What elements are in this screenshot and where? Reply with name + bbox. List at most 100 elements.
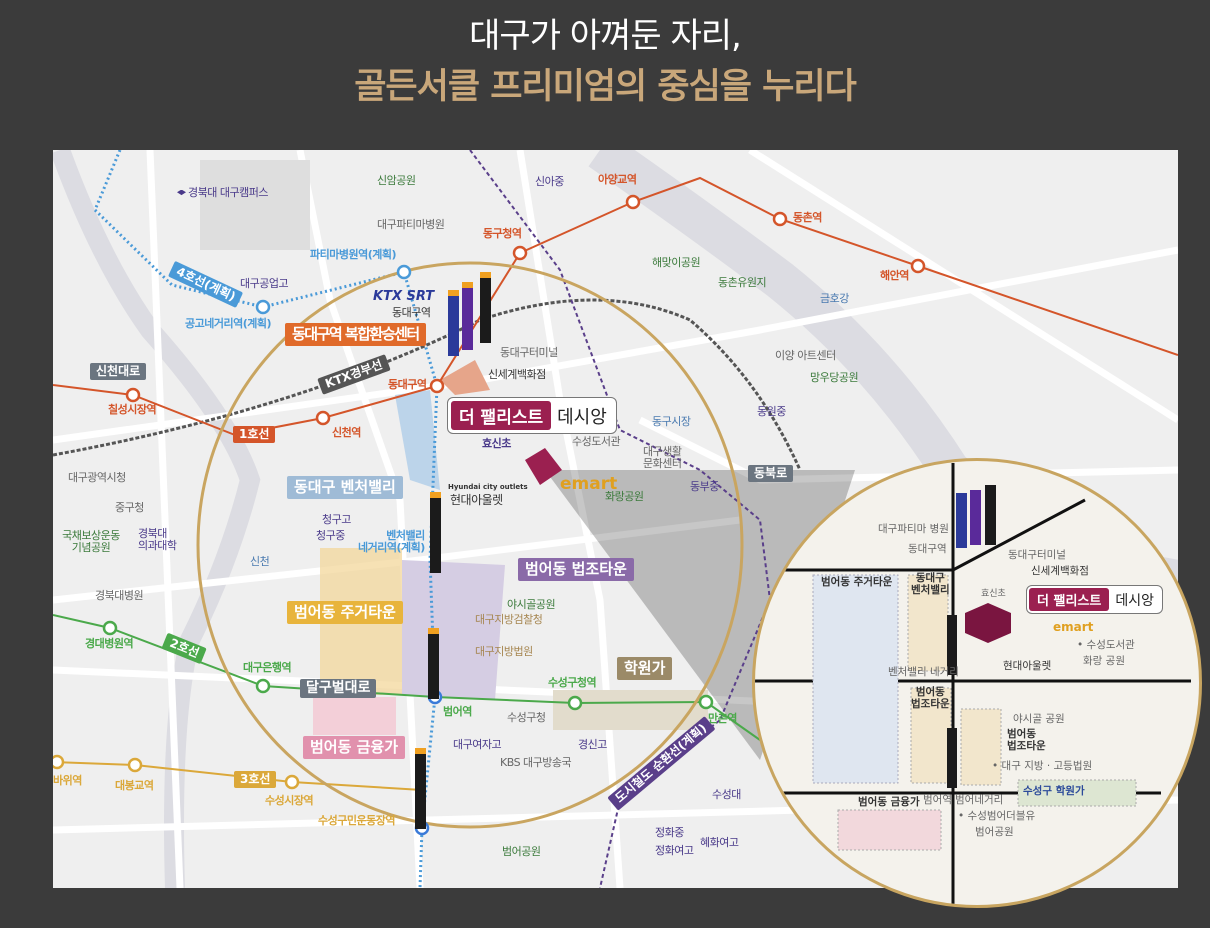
outlet-en-label: Hyundai city outlets — [448, 483, 528, 491]
school-icon — [177, 189, 186, 196]
inset-library: • 수성도서관 — [1077, 639, 1135, 651]
park-label: 화랑공원 — [605, 490, 644, 503]
inset-dept-store: 신세계백화점 — [1031, 565, 1089, 577]
station-markers — [53, 194, 926, 836]
park-label: 국채보상운동 기념공원 — [62, 529, 120, 555]
poi-label: 동대구터미널 — [500, 346, 558, 359]
poi-label: 대구파티마병원 — [377, 218, 445, 231]
inset-project-callout: 더 팰리스트 데시앙 — [1026, 585, 1163, 614]
tower-ktx-icon — [448, 290, 459, 356]
poi-label: 대구지방법원 — [475, 645, 533, 658]
poi-label: 경북대병원 — [95, 589, 144, 602]
inset-hospital: 대구파티마 병원 — [878, 523, 949, 535]
station-label: 경대병원역 — [85, 637, 134, 650]
school-label: 수성대 — [712, 788, 741, 801]
station-label: 수성구민운동장역 — [318, 814, 395, 827]
inset-legal: 범어동 법조타운 — [1007, 728, 1046, 752]
station-label: 바위역 — [53, 774, 82, 787]
inset-grid — [755, 463, 1191, 905]
inset-residential: 범어동 주거타운 — [821, 576, 893, 588]
zone-academy: 학원가 — [617, 657, 673, 680]
outlet-label: 현대아울렛 — [450, 493, 503, 507]
station-label: 동촌역 — [793, 211, 822, 224]
school-label: 동원중 — [757, 405, 786, 418]
station-label: 대봉교역 — [115, 779, 154, 792]
ktx-line — [53, 298, 802, 471]
line3-badge: 3호선 — [234, 771, 277, 789]
inset-emart: emart — [1053, 620, 1094, 634]
park-label: 해맞이공원 — [652, 256, 701, 269]
inset-station: 동대구역 — [908, 543, 947, 555]
station-label: 범어역 — [443, 705, 472, 718]
road-dalgubeol: 달구벌대로 — [300, 679, 377, 699]
school-label: 신아중 — [535, 175, 564, 188]
tower-srt-icon — [462, 282, 473, 350]
sincheon-river — [53, 150, 261, 888]
finance-zone — [313, 697, 396, 735]
station-label: 동대구역 — [388, 378, 427, 391]
tower-venture-icon — [430, 492, 441, 573]
poi-label: 수성도서관 — [572, 435, 621, 448]
inset-venture: 동대구 벤처밸리 — [911, 572, 950, 596]
poi-label: 중구청 — [115, 501, 144, 514]
poi-label: 이양 아트센터 — [775, 349, 836, 362]
line1-badge: 1호선 — [233, 426, 276, 444]
park-label: 망우당공원 — [810, 371, 859, 384]
road-sincheon: 신천대로 — [90, 363, 147, 381]
zone-finance: 범어동 금융가 — [303, 736, 406, 759]
inset-finance: 범어동 금융가 — [858, 796, 920, 808]
station-label: 아양교역 — [598, 173, 637, 186]
station-label: 파티마병원역(계획) — [310, 248, 397, 261]
inset-school: 효신초 — [981, 589, 1006, 599]
school-label: 대구공업고 — [240, 277, 289, 290]
school-label: 청구중 — [316, 529, 345, 542]
inset-terminal: 동대구터미널 — [1008, 549, 1066, 561]
station-label: 신천역 — [332, 426, 361, 439]
inset-court: • 대구 지방 · 고등법원 — [992, 760, 1093, 772]
project-callout: 더 팰리스트 데시앙 — [447, 397, 617, 434]
campus-area — [200, 160, 310, 250]
park-label: 야시골공원 — [507, 598, 556, 611]
inset-park1: 화랑 공원 — [1083, 655, 1125, 667]
poi-label: 신세계백화점 — [488, 368, 546, 381]
inset-beomeo-station: 범어역 — [923, 794, 952, 806]
transfer-zone — [440, 360, 490, 395]
school-label: 대구여자고 — [453, 738, 502, 751]
station-label: 대구은행역 — [243, 661, 292, 674]
zoom-inset-circle: 대구파티마 병원 동대구역 동대구터미널 신세계백화점 효신초 범어동 주거타운… — [752, 458, 1202, 908]
inset-beomeo-cross: 범어네거리 — [955, 794, 1004, 806]
ktx-srt-logo: KTX SRT — [373, 289, 435, 304]
inset-project-building — [965, 603, 1011, 643]
zone-transfer-center: 동대구역 복합환승센터 — [285, 323, 426, 346]
project-name: 데시앙 — [557, 406, 607, 428]
project-site — [525, 448, 562, 485]
tower-stadium-icon — [415, 748, 426, 829]
ktx-station-label: 동대구역 — [392, 306, 431, 319]
inset-project-name: 데시앙 — [1115, 592, 1154, 609]
station-label: 수성시장역 — [265, 794, 314, 807]
school-label: 정화여고 — [655, 844, 694, 857]
poi-label: 대구광역시청 — [68, 471, 126, 484]
poi-label: 대구생활 문화센터 — [643, 445, 682, 471]
poi-label: KBS 대구방송국 — [500, 756, 572, 769]
inset-venture-cross: 벤처밸리 네거리 — [888, 666, 959, 678]
headline-line1: 대구가 아껴둔 자리, — [469, 16, 742, 56]
headline-line2: 골든서클 프리미엄의 중심을 누리다 — [354, 67, 857, 107]
inset-academy: 수성구 학원가 — [1023, 785, 1085, 797]
park-label: 동촌유원지 — [718, 276, 767, 289]
school-label: 정화중 — [655, 826, 684, 839]
school-label: 경신고 — [578, 738, 607, 751]
poi-label: 수성구청 — [507, 711, 546, 724]
poi-label: 동구시장 — [652, 415, 691, 428]
tower-beomeo-icon — [428, 628, 439, 699]
school-label: 효신초 — [482, 437, 511, 450]
station-label: 수성구청역 — [548, 676, 597, 689]
inset-park2: 야시골 공원 — [1013, 713, 1065, 725]
zone-legal: 범어동 법조타운 — [518, 558, 634, 581]
zone-residential: 범어동 주거타운 — [287, 601, 403, 624]
school-label: 동부중 — [690, 480, 719, 493]
inset-w: • 수성범어더블유 — [958, 810, 1036, 822]
station-label: 만촌역 — [708, 712, 737, 725]
station-label: 공고네거리역(계획) — [185, 317, 272, 330]
inset-park3: 범어공원 — [975, 826, 1014, 838]
